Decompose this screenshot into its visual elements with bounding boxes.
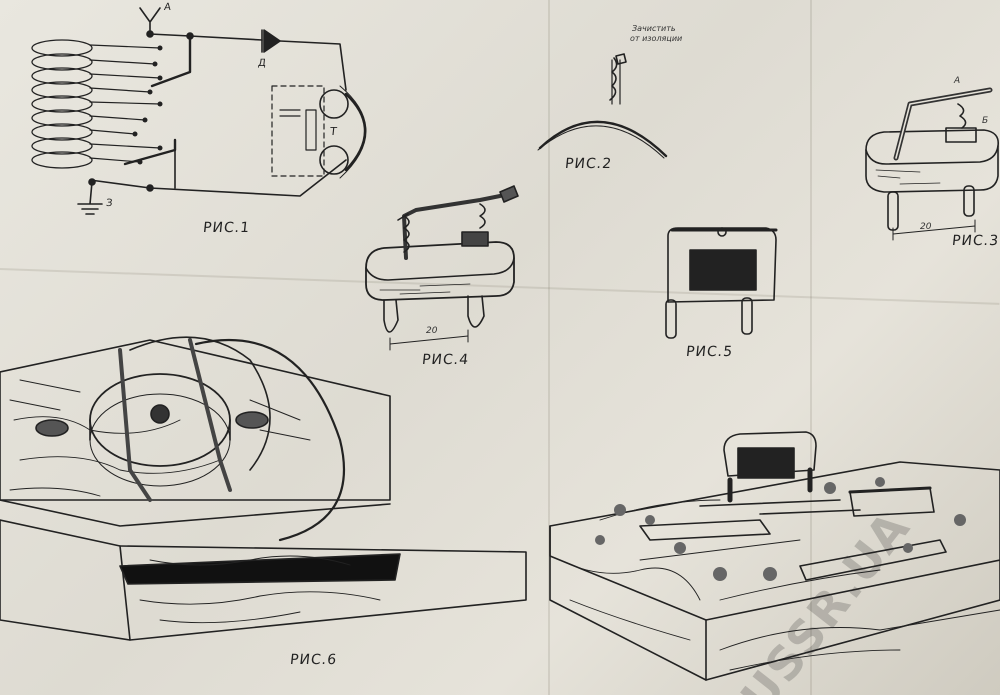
fig5-label: РИС.5: [685, 344, 734, 360]
ground-label: З: [105, 198, 114, 209]
fold-line-vertical-right: [810, 0, 812, 695]
fig3-label: РИС.3: [951, 233, 1000, 249]
phones-label: Т: [329, 125, 339, 138]
fig2-note-line1: Зачистить: [632, 24, 676, 33]
fig6-board: [0, 336, 527, 641]
diode-label: Д: [257, 58, 268, 69]
fig5-clamp: [665, 227, 778, 339]
fig4-detector: [365, 185, 519, 351]
fig2-label: РИС.2: [564, 156, 613, 172]
fig1-label: РИС.1: [202, 220, 251, 236]
fig3-label-b: Б: [982, 116, 989, 126]
fig6-board-right: [549, 431, 1000, 681]
fig4-dimension: 20: [426, 326, 438, 336]
fig4-label: РИС.4: [421, 352, 470, 368]
fig6-label: РИС.6: [289, 652, 338, 668]
fig1-schematic: [31, 7, 367, 215]
fig3-stand: [865, 87, 1000, 241]
coil: [31, 39, 93, 169]
fig2-wire: [537, 53, 668, 159]
fig2-note-line2: от изоляции: [630, 34, 683, 43]
antenna-label: А: [163, 2, 173, 13]
fig3-label-a: А: [954, 76, 961, 86]
fold-line-vertical: [548, 0, 550, 695]
fig3-dimension: 20: [920, 222, 932, 232]
